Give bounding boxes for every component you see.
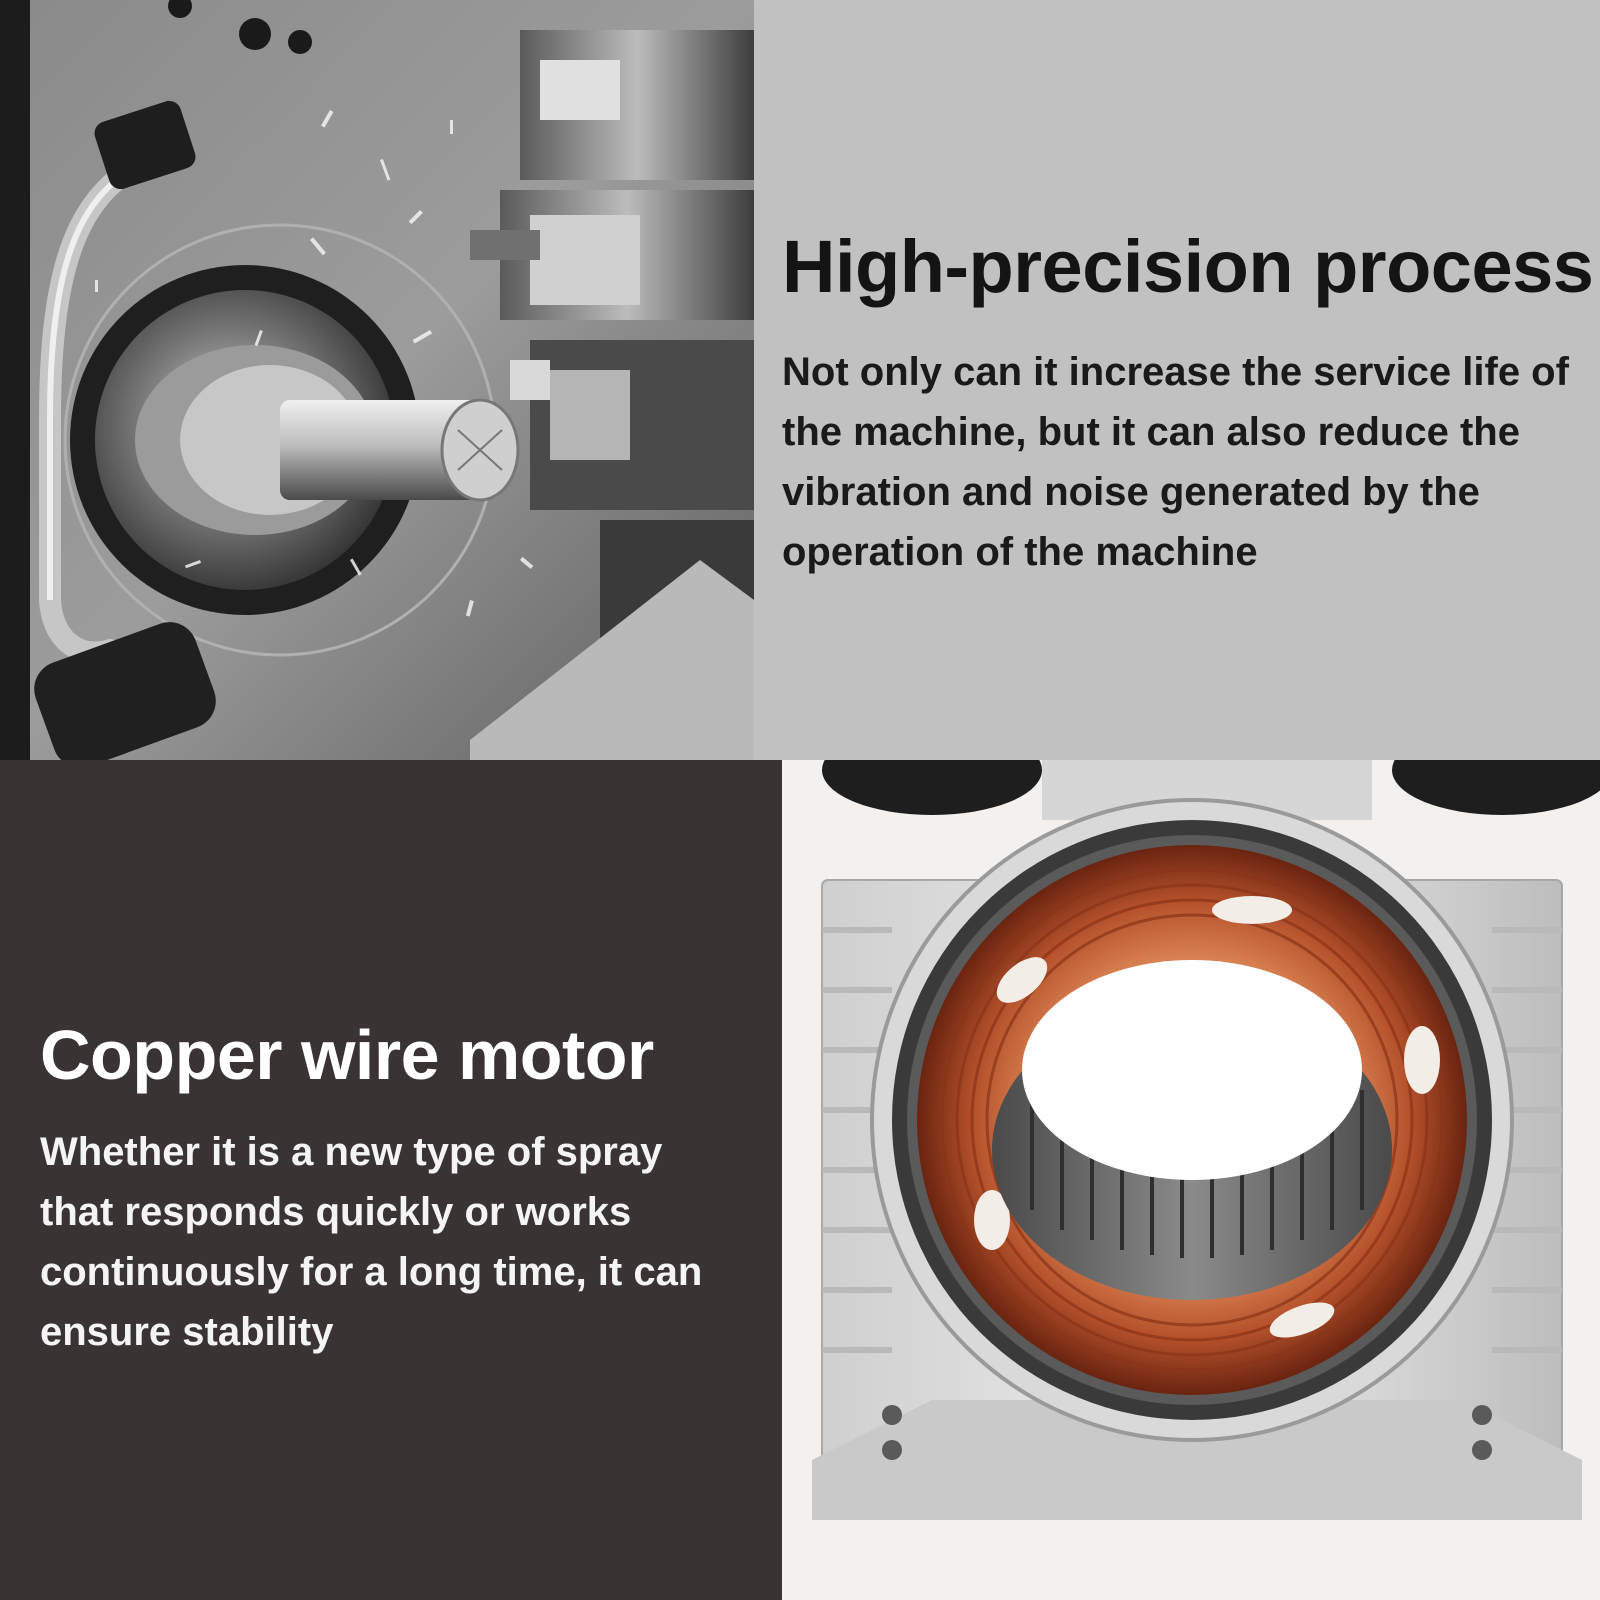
motor-photo	[782, 760, 1600, 1600]
copper-description: Whether it is a new type of spray that r…	[40, 1130, 703, 1354]
lathe-photo	[0, 0, 754, 760]
lathe-illustration	[0, 0, 754, 760]
precision-description: Not only can it increase the service lif…	[782, 350, 1569, 574]
copper-section: Copper wire motor Whether it is a new ty…	[0, 760, 782, 1600]
copper-title: Copper wire motor	[40, 1016, 654, 1094]
precision-section: High-precision process Not only can it i…	[754, 0, 1600, 760]
precision-title: High-precision process	[782, 225, 1594, 308]
motor-illustration	[782, 760, 1600, 1600]
